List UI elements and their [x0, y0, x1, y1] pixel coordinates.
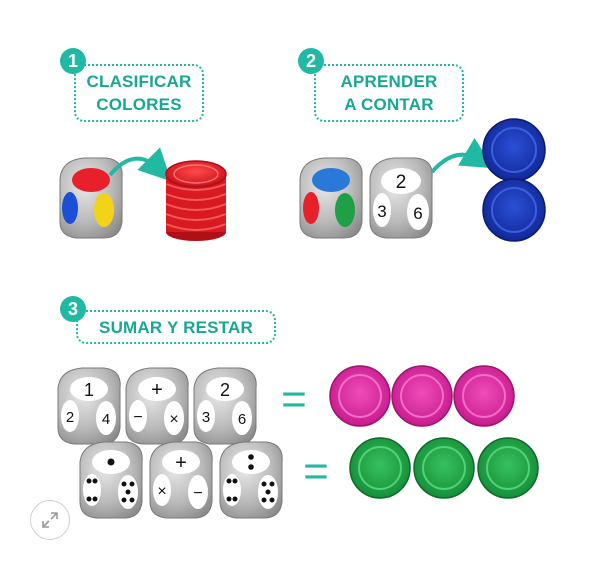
row1-die3-right: 6 — [238, 411, 246, 428]
step-2-label: APRENDER A CONTAR — [314, 64, 464, 122]
red-dot — [72, 168, 110, 192]
step-3-line1: SUMAR Y RESTAR — [99, 318, 253, 337]
green-dot — [335, 193, 355, 227]
step-1-label: CLASIFICAR COLORES — [74, 64, 204, 122]
blue-dot — [312, 168, 350, 192]
blue-chip-top — [482, 118, 546, 182]
row1-die2-right: × — [169, 411, 178, 428]
green-chip-2 — [413, 437, 475, 499]
row2-die-3 — [219, 441, 283, 519]
color-die-1 — [59, 157, 123, 239]
pink-chip-3 — [453, 365, 515, 427]
row1-die3-top: 2 — [220, 380, 230, 400]
row1-die1-top: 1 — [84, 380, 94, 400]
blue-dot — [62, 192, 78, 224]
step-2-line1: APRENDER — [340, 72, 438, 91]
pip — [107, 458, 115, 466]
arrow-icon — [430, 138, 494, 174]
step-1-line1: CLASIFICAR — [86, 72, 192, 91]
equals-sign: = — [281, 375, 307, 424]
arrow-icon — [108, 147, 172, 182]
blue-chip-bottom — [482, 178, 546, 242]
row2-die-2: + × − — [149, 441, 213, 519]
step-3-badge: 3 — [60, 296, 86, 322]
green-chip-1 — [349, 437, 411, 499]
count-die-left: 3 — [377, 202, 386, 221]
number-die: 2 3 6 — [369, 157, 433, 239]
row2-die2-right: − — [193, 485, 202, 502]
row2-die2-top: + — [175, 452, 187, 474]
expand-icon — [42, 512, 58, 528]
row1-die2-top: + — [151, 379, 163, 401]
green-chip-3 — [477, 437, 539, 499]
red-dot — [303, 192, 319, 224]
red-chip-stack — [165, 160, 227, 241]
row1-die-1: 1 2 4 — [57, 367, 121, 445]
equals-sign: = — [303, 447, 329, 496]
color-die-2 — [299, 157, 363, 239]
step-1-badge: 1 — [60, 48, 86, 74]
row1-die1-left: 2 — [66, 409, 74, 426]
expand-button[interactable] — [30, 500, 70, 540]
row1-die1-right: 4 — [102, 411, 110, 428]
row2-die-1 — [79, 441, 143, 519]
step-1-line2: COLORES — [96, 95, 182, 114]
step-2-line2: A CONTAR — [344, 95, 434, 114]
row1-die-2: + − × — [125, 367, 189, 445]
step-2-badge: 2 — [298, 48, 324, 74]
row1-die-3: 2 3 6 — [193, 367, 257, 445]
row1-die3-left: 3 — [202, 409, 210, 426]
yellow-dot — [94, 193, 114, 227]
pink-chip-2 — [391, 365, 453, 427]
row2-die2-left: × — [157, 483, 166, 500]
count-die-top: 2 — [396, 172, 407, 193]
pink-chip-1 — [329, 365, 391, 427]
row1-die2-left: − — [133, 409, 142, 426]
step-3-label: SUMAR Y RESTAR — [76, 310, 276, 344]
count-die-right: 6 — [413, 204, 422, 223]
